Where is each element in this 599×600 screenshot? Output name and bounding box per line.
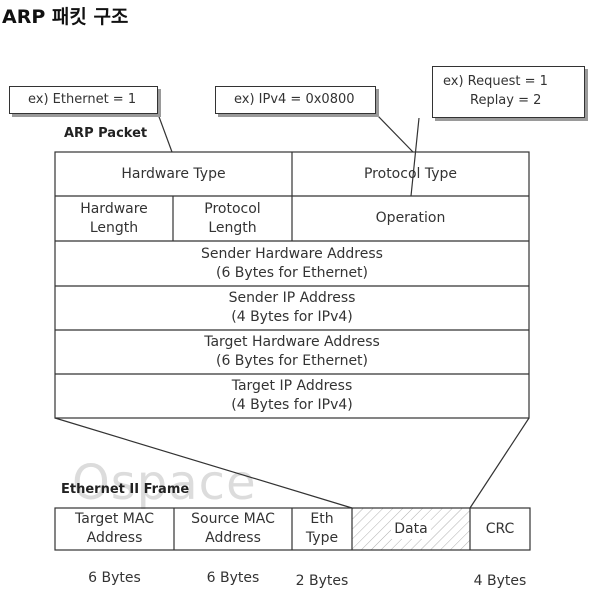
protocol-type-field: Protocol Type: [292, 152, 529, 196]
callout-pointer-ethernet: [157, 113, 173, 153]
protocol-length-line2: Length: [208, 219, 257, 236]
data-field: Data: [352, 508, 470, 550]
hardware-type-field: Hardware Type: [55, 152, 292, 196]
hardware-type-text: Hardware Type: [121, 165, 226, 182]
callout-ipv4: ex) IPv4 = 0x0800: [215, 86, 376, 114]
callout-request-text: ex) Request = 1: [443, 74, 548, 89]
target-mac-field: Target MAC Address: [55, 508, 174, 550]
target-ip-address-line2: (4 Bytes for IPv4): [231, 397, 353, 413]
target-mac-bytes: 6 Bytes: [88, 570, 141, 586]
crc-bytes: 4 Bytes: [473, 573, 527, 589]
watermark: Ospace: [72, 455, 257, 511]
target-ip-address-line1: Target IP Address: [231, 378, 353, 394]
source-mac-line1: Source MAC: [191, 511, 275, 527]
target-hardware-address-field: Target Hardware Address (6 Bytes for Eth…: [55, 330, 529, 374]
projection-line-right: [469, 417, 530, 509]
operation-field: Operation: [292, 196, 529, 241]
target-hardware-address-line2: (6 Bytes for Ethernet): [215, 353, 369, 369]
target-mac-line1: Target MAC: [75, 511, 154, 527]
source-mac-field: Source MAC Address: [174, 508, 292, 550]
eth-type-field: Eth Type: [292, 508, 352, 550]
callout-pointer-operation: [410, 117, 420, 197]
source-mac-line2: Address: [205, 530, 261, 546]
crc-field: CRC: [470, 508, 530, 550]
protocol-length-line1: Protocol: [204, 200, 261, 217]
target-hardware-address-line1: Target Hardware Address: [204, 334, 380, 350]
hardware-length-line2: Length: [89, 219, 139, 236]
protocol-length-field: Protocol Length: [173, 196, 292, 241]
sender-hardware-address-line1: Sender Hardware Address: [201, 245, 383, 262]
sender-ip-address-line2: (4 Bytes for IPv4): [231, 309, 353, 325]
source-mac-bytes: 6 Bytes: [206, 570, 260, 586]
callout-ethernet: ex) Ethernet = 1: [9, 86, 158, 114]
projection-line-left: [54, 417, 353, 509]
eth-type-line1: Eth: [310, 511, 334, 527]
ethernet-frame-label: Ethernet II Frame: [61, 482, 190, 497]
sender-hardware-address-field: Sender Hardware Address (6 Bytes for Eth…: [55, 241, 529, 286]
eth-type-bytes: 2 Bytes: [295, 573, 349, 589]
hardware-length-field: Hardware Length: [55, 196, 173, 241]
callout-ipv4-text: ex) IPv4 = 0x0800: [234, 92, 355, 107]
operation-text: Operation: [375, 210, 446, 226]
page-title: ARP 패킷 구조: [2, 6, 129, 28]
callout-pointer-ipv4: [375, 113, 414, 153]
hardware-length-line1: Hardware: [80, 200, 148, 217]
sender-hardware-address-line2: (6 Bytes for Ethernet): [215, 264, 369, 281]
callout-operation: ex) Request = 1 Replay = 2: [432, 66, 585, 118]
arp-packet-label: ARP Packet: [64, 126, 148, 141]
target-ip-address-field: Target IP Address (4 Bytes for IPv4): [55, 374, 529, 418]
target-mac-line2: Address: [86, 530, 143, 546]
sender-ip-address-field: Sender IP Address (4 Bytes for IPv4): [55, 286, 529, 330]
protocol-type-text: Protocol Type: [363, 165, 458, 182]
callout-ethernet-text: ex) Ethernet = 1: [28, 92, 137, 107]
eth-type-line2: Type: [305, 530, 339, 546]
data-text: Data: [391, 519, 431, 539]
crc-text: CRC: [485, 520, 515, 537]
callout-replay-text: Replay = 2: [470, 93, 542, 108]
sender-ip-address-line1: Sender IP Address: [228, 290, 356, 306]
